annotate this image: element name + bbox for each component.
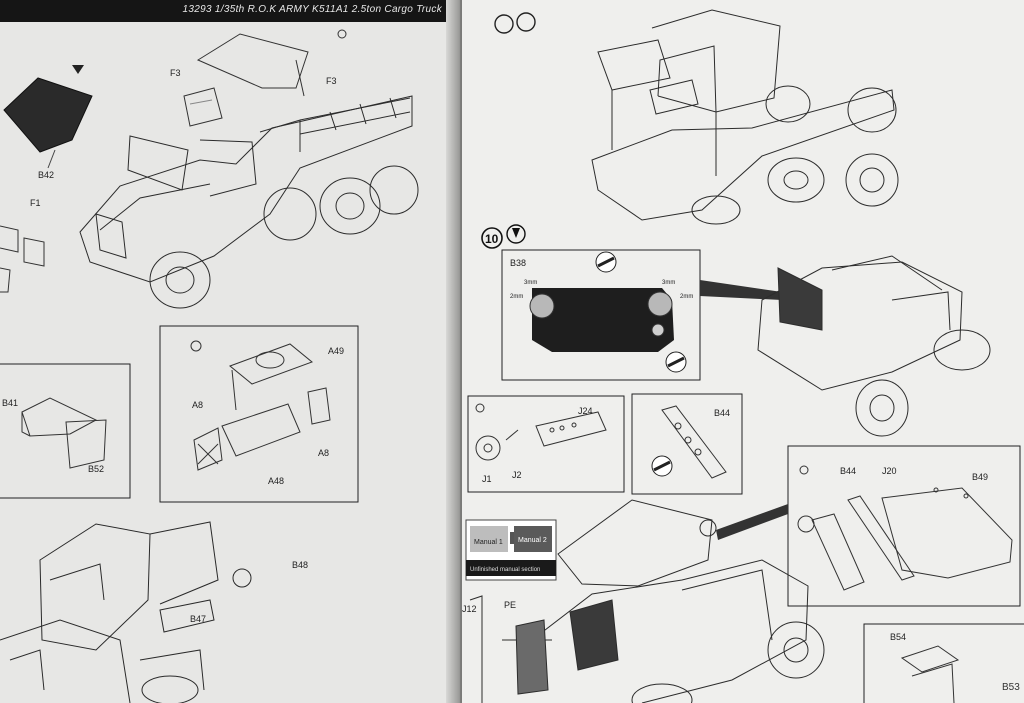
truck-chassis-drawing-top xyxy=(591,9,899,225)
cab-assembly-drawing xyxy=(0,521,252,703)
callout-pointer-b38 xyxy=(700,280,782,300)
label-dim-l: 2mm xyxy=(510,294,523,300)
label-b47: B47 xyxy=(190,614,206,624)
label-pe: PE xyxy=(504,600,516,610)
label-b52: B52 xyxy=(88,464,104,474)
label-f3-a: F3 xyxy=(170,68,181,78)
seat-part-b52 xyxy=(21,397,107,469)
inset-box-b52 xyxy=(0,363,131,499)
steering-parts-j24 xyxy=(475,411,607,461)
label-f1: F1 xyxy=(30,198,41,208)
dash-assembly-j20 xyxy=(797,487,1013,591)
label-b54: B54 xyxy=(890,632,906,642)
label-f3-b: F3 xyxy=(326,76,337,86)
canvas-top-part xyxy=(196,29,347,97)
label-b49: B49 xyxy=(972,472,988,482)
seat-assembly-a48 xyxy=(193,343,331,471)
inset-box-a48 xyxy=(159,325,359,503)
label-a8-b: A8 xyxy=(318,448,329,458)
label-b41: B41 xyxy=(2,398,18,408)
truck-assembly-drawing xyxy=(79,95,419,309)
left-page-drawings: B42 F3 F3 xyxy=(0,29,419,703)
cab-interior-drawing xyxy=(757,255,991,437)
step-icons-top xyxy=(494,12,536,34)
dashboard-panel-b38 xyxy=(529,251,687,373)
manual-reference-icons xyxy=(465,519,557,581)
label-b48: B48 xyxy=(292,560,308,570)
inset-box-b44 xyxy=(631,393,743,495)
label-b44-b: B44 xyxy=(840,466,856,476)
manual-label-1: Manual 1 xyxy=(474,539,503,546)
label-b38: B38 xyxy=(510,258,526,268)
label-dim-tl: 3mm xyxy=(524,280,537,286)
label-j20: J20 xyxy=(882,466,897,476)
truck-hood-drawing xyxy=(469,499,825,703)
manual-note: Unfinished manual section xyxy=(470,567,540,573)
label-dim-r: 2mm xyxy=(680,294,693,300)
inset-box-b38 xyxy=(501,249,701,381)
left-instruction-page: 13293 1/35th R.O.K ARMY K511A1 2.5ton Ca… xyxy=(0,0,458,703)
step-circle-icon-j24 xyxy=(475,403,485,413)
label-j24: J24 xyxy=(578,406,593,416)
inset-box-j20 xyxy=(787,445,1021,607)
right-instruction-page: 10 B38 3mm 3mm 2mm 2mm xyxy=(462,0,1024,703)
step-circle-icon-j20 xyxy=(799,465,809,475)
page-number: B53 xyxy=(1002,682,1020,693)
label-j2: J2 xyxy=(512,470,522,480)
step-10-number: 10 xyxy=(485,232,499,246)
panel-part-b44 xyxy=(651,405,727,479)
label-b44-a: B44 xyxy=(714,408,730,418)
part-b54 xyxy=(900,645,960,703)
label-j12: J12 xyxy=(462,604,477,614)
label-a8-a: A8 xyxy=(192,400,203,410)
label-a48: A48 xyxy=(268,476,284,486)
label-dim-tr: 3mm xyxy=(662,280,675,286)
step-circle-icon xyxy=(190,340,202,352)
header-title: 13293 1/35th R.O.K ARMY K511A1 2.5ton Ca… xyxy=(182,4,442,15)
manual-label-2: Manual 2 xyxy=(518,537,547,544)
callout-pointer-j20 xyxy=(716,504,788,540)
window-glass xyxy=(183,87,223,127)
label-j1: J1 xyxy=(482,474,492,484)
step-10-marker xyxy=(481,224,526,249)
label-a49: A49 xyxy=(328,346,344,356)
right-page-drawings: 10 B38 3mm 3mm 2mm 2mm xyxy=(462,9,1024,703)
inset-box-b54 xyxy=(863,623,1024,703)
panel-b42 xyxy=(3,77,93,169)
label-b42: B42 xyxy=(38,170,54,180)
header-bar: 13293 1/35th R.O.K ARMY K511A1 2.5ton Ca… xyxy=(0,0,452,22)
parts-f1 xyxy=(0,225,45,293)
inset-box-j24 xyxy=(467,395,625,493)
step-marker-left xyxy=(72,65,84,74)
